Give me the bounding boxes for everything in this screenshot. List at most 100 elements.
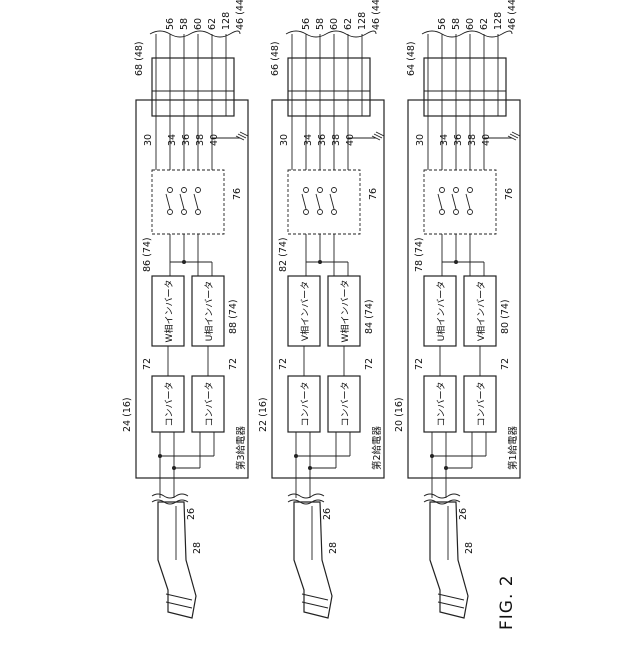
cable-break — [288, 494, 324, 498]
converter-b-ref: 72 — [500, 358, 511, 370]
junction-dot — [294, 454, 298, 458]
line-ref: 40 — [209, 134, 220, 146]
top-break-line — [286, 31, 376, 37]
switch-contact — [196, 210, 201, 215]
switch-contact — [304, 210, 309, 215]
junction-dot — [158, 454, 162, 458]
switch-contact — [182, 188, 187, 193]
top-line-ref: 60 — [465, 18, 476, 30]
switch-blade — [180, 194, 184, 209]
inverter-a-ref: 78 (74) — [414, 237, 425, 272]
plug-ring — [438, 594, 464, 600]
top-line-ref: 56 — [165, 18, 176, 30]
connector-block — [424, 58, 506, 116]
switch-contact — [468, 188, 473, 193]
converter-b-label: コンバータ — [476, 381, 487, 426]
top-line-ref: 62 — [479, 18, 490, 30]
plug-ring — [302, 602, 328, 608]
switch-box — [288, 170, 360, 234]
converter-a-ref: 72 — [278, 358, 289, 370]
junction-dot — [454, 260, 458, 264]
plug-ring — [438, 602, 464, 608]
converter-a-label: コンバータ — [436, 381, 447, 426]
top-break-line — [150, 31, 240, 37]
cable-ref: 26 — [322, 508, 333, 520]
switch-contact — [318, 210, 323, 215]
inverter-b-label: W相インバータ — [339, 280, 351, 343]
line-ref: 38 — [467, 134, 478, 146]
line-ref: 30 — [415, 134, 426, 146]
line-ref: 40 — [481, 134, 492, 146]
plug-ring — [166, 602, 192, 608]
switch-box — [152, 170, 224, 234]
switch-blade — [452, 194, 456, 209]
switch-contact — [168, 210, 173, 215]
inverter-a-label: W相インバータ — [163, 280, 175, 343]
inverter-b-ref: 88 (74) — [228, 299, 239, 334]
switch-contact — [440, 210, 445, 215]
line-ref: 34 — [167, 134, 178, 146]
cable-ref: 26 — [458, 508, 469, 520]
switch-blade — [316, 194, 320, 209]
switch-contact — [332, 188, 337, 193]
line-ref: 30 — [143, 134, 154, 146]
switch-contact — [332, 210, 337, 215]
top-line-ref: 56 — [301, 18, 312, 30]
top-line-ref: 60 — [193, 18, 204, 30]
top-line-ref: 128 — [221, 12, 232, 30]
charger-ref: 22 (16) — [258, 397, 269, 432]
junction-dot — [430, 454, 434, 458]
connector-ref: 68 (48) — [134, 41, 145, 76]
switch-contact — [468, 210, 473, 215]
plug-ring — [166, 594, 192, 600]
top-line-ref: 56 — [437, 18, 448, 30]
switch-blade — [302, 194, 306, 209]
switch-blade — [194, 194, 198, 209]
charger-ref: 24 (16) — [122, 397, 133, 432]
top-line-ref: 46 (44) — [235, 0, 246, 30]
switch-contact — [182, 210, 187, 215]
top-line-ref: 58 — [315, 18, 326, 30]
junction-dot — [172, 466, 176, 470]
plug-ref: 28 — [464, 542, 475, 554]
converter-a-ref: 72 — [142, 358, 153, 370]
top-line-ref: 58 — [451, 18, 462, 30]
junction-dot — [318, 260, 322, 264]
inverter-b-label: V相インバータ — [475, 281, 487, 341]
switch-ref: 76 — [504, 188, 515, 200]
top-break-line — [422, 31, 512, 37]
cable-break — [424, 494, 460, 498]
top-line-ref: 62 — [343, 18, 354, 30]
line-ref: 38 — [331, 134, 342, 146]
top-line-ref: 58 — [179, 18, 190, 30]
switch-blade — [330, 194, 334, 209]
line-ref: 34 — [439, 134, 450, 146]
charger-1-unit: 5658606212846 (44)64 (48)303436384076U相イ… — [394, 0, 520, 618]
inverter-a-ref: 82 (74) — [278, 237, 289, 272]
connector-ref: 66 (48) — [270, 41, 281, 76]
line-ref: 30 — [279, 134, 290, 146]
line-ref: 36 — [317, 134, 328, 146]
plug-ref: 28 — [328, 542, 339, 554]
plug-ref: 28 — [192, 542, 203, 554]
charger-name: 第2給電器 — [371, 425, 383, 470]
converter-b-label: コンバータ — [204, 381, 215, 426]
switch-ref: 76 — [232, 188, 243, 200]
switch-contact — [440, 188, 445, 193]
switch-ref: 76 — [368, 188, 379, 200]
switch-contact — [454, 210, 459, 215]
switch-blade — [166, 194, 170, 209]
junction-dot — [308, 466, 312, 470]
inverter-b-ref: 80 (74) — [500, 299, 511, 334]
switch-box — [424, 170, 496, 234]
inverter-a-label: U相インバータ — [435, 281, 447, 342]
connector-block — [152, 58, 234, 116]
top-line-ref: 128 — [357, 12, 368, 30]
charger-name: 第1給電器 — [507, 425, 519, 470]
converter-b-ref: 72 — [364, 358, 375, 370]
cable-ref: 26 — [186, 508, 197, 520]
top-line-ref: 62 — [207, 18, 218, 30]
top-line-ref: 46 (44) — [371, 0, 382, 30]
top-line-ref: 60 — [329, 18, 340, 30]
